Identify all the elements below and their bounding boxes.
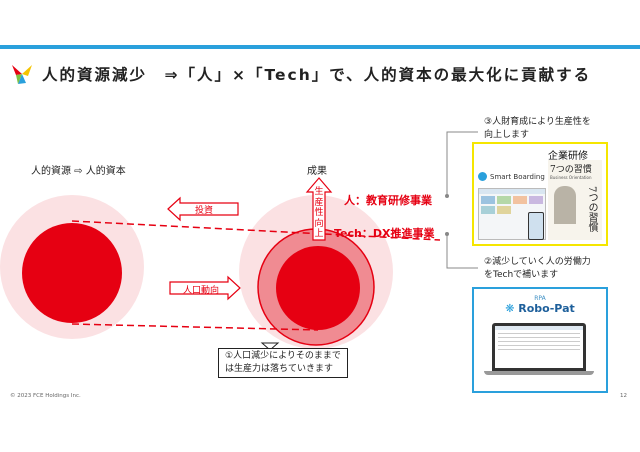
page-title: 人的資源減少 ⇒「人」×「Tech」で、人的資本の最大化に貢献する: [42, 66, 592, 84]
robo-pat-gear-icon: ❋: [505, 302, 515, 315]
laptop-base: [484, 371, 594, 375]
productivity-up-arrow: [305, 177, 333, 241]
book-cover: 7つの習慣 Business Orientation 7つの習慣: [548, 160, 602, 240]
left-circle-label: 人的資源 ⇨ 人的資本: [31, 166, 126, 177]
training-panel: 企業研修 Smart Boarding 7つの習慣 Business Orien…: [472, 142, 608, 246]
robo-pat-logo: ❋ Robo-Pat: [505, 302, 575, 315]
rpa-panel: RPA ❋ Robo-Pat: [472, 287, 608, 393]
people-label: 人：教育研修事業: [344, 194, 432, 207]
population-label: 人口動向: [183, 286, 220, 296]
dashed-line-top: [71, 220, 441, 241]
investment-label: 投資: [195, 206, 214, 216]
author-photo: [554, 186, 576, 224]
connector-dot-people: [445, 194, 449, 198]
callout-pointer: [260, 342, 280, 351]
book-title-small: 7つの習慣: [550, 165, 592, 175]
smart-boarding-logo: Smart Boarding: [478, 172, 545, 181]
left-inner-circle: [22, 223, 122, 323]
callout-tech: ②減少していく人の労働力 をTechで補います: [484, 256, 591, 282]
callout-people: ③人財育成により生産性を 向上します: [484, 116, 591, 142]
connector-people: [446, 131, 478, 196]
connector-dot-tech: [445, 232, 449, 236]
book-subtitle: Business Orientation: [550, 175, 592, 180]
page-number: 12: [620, 393, 627, 399]
smart-boarding-icon: [478, 172, 487, 181]
right-circle-label: 成果: [307, 166, 327, 177]
laptop-screen: [492, 323, 586, 371]
phone-mockup: [528, 212, 544, 240]
productivity-up-label: 生 産 性 向 上: [314, 187, 324, 239]
rpa-label: RPA: [534, 295, 546, 302]
connector-tech: [446, 234, 478, 269]
tech-label: Tech：DX推進事業: [334, 227, 435, 240]
laptop-display: [495, 326, 583, 368]
company-logo-icon: [12, 65, 32, 84]
callout-decline: ①人口減少によりそのままで は生産力は落ちていきます: [218, 348, 348, 378]
training-heading: 企業研修: [548, 151, 588, 162]
right-inner-circle: [276, 246, 360, 330]
book-title-vertical: 7つの習慣: [586, 186, 597, 233]
investment-arrow: [167, 196, 239, 222]
top-accent-bar: [0, 45, 640, 49]
dashed-line-bottom: [71, 323, 319, 331]
population-arrow: [169, 275, 241, 301]
copyright: © 2023 FCE Holdings Inc.: [10, 393, 81, 399]
